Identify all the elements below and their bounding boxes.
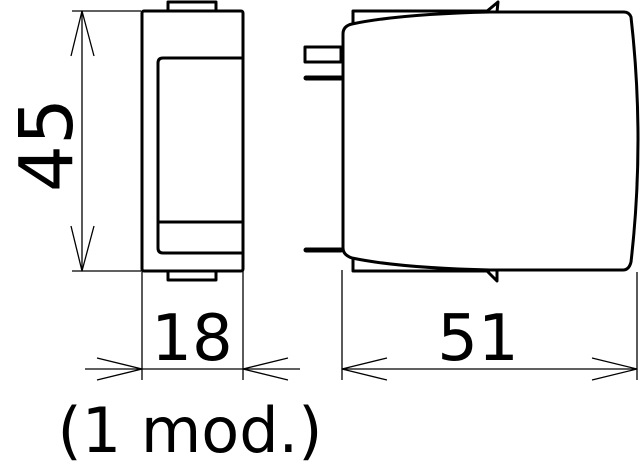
front-view xyxy=(140,0,245,282)
width-dimension-label: 18 xyxy=(151,302,232,376)
front-body xyxy=(140,9,245,273)
side-body xyxy=(341,10,640,272)
side-view xyxy=(303,0,640,283)
pin-top xyxy=(303,45,343,64)
module-label: (1 mod.) xyxy=(58,394,323,467)
dimension-lines xyxy=(70,10,638,381)
front-window xyxy=(156,56,243,255)
height-dimension-label: 45 xyxy=(4,98,90,192)
depth-dimension-label: 51 xyxy=(437,302,518,376)
